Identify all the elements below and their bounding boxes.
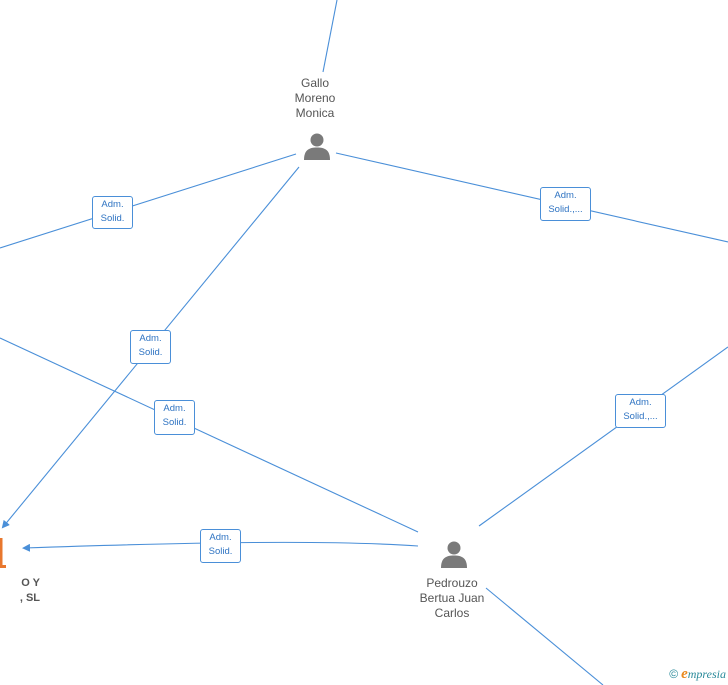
person-icon[interactable] <box>439 539 469 569</box>
person-icon[interactable] <box>302 131 332 161</box>
edge-label-badge[interactable]: Adm. Solid. <box>200 529 241 563</box>
edge-label-badge[interactable]: Adm. Solid.,... <box>615 394 666 428</box>
company-label[interactable]: O Y , SL <box>19 577 40 604</box>
person-label-pedrouzo[interactable]: Pedrouzo Bertua Juan Carlos <box>419 576 485 620</box>
edge-label-badge[interactable]: Adm. Solid. <box>92 196 133 229</box>
edge-gallo-left <box>0 153 297 249</box>
edge-label-badge[interactable]: Adm. Solid. <box>154 400 195 435</box>
edge-left-to-pedrouzo <box>0 337 419 533</box>
empresia-watermark: © empresia <box>669 666 726 683</box>
person-label-gallo[interactable]: Gallo Moreno Monica <box>294 76 336 120</box>
edge-pedrouzo-to-company <box>22 541 419 552</box>
edge-gallo-right <box>335 152 728 243</box>
edge-pedrouzo-down <box>485 587 604 685</box>
edge-label-badge[interactable]: Adm. Solid.,... <box>540 187 591 221</box>
empresia-logo-text: mpresia <box>687 667 726 681</box>
company-building-icon[interactable] <box>0 538 8 568</box>
copyright-symbol: © <box>669 667 679 681</box>
edge-label-badge[interactable]: Adm. Solid. <box>130 330 171 364</box>
empresia-logo-initial: e <box>681 666 688 682</box>
edge-top-to-gallo <box>322 0 338 73</box>
edge-pedrouzo-right <box>478 346 728 527</box>
